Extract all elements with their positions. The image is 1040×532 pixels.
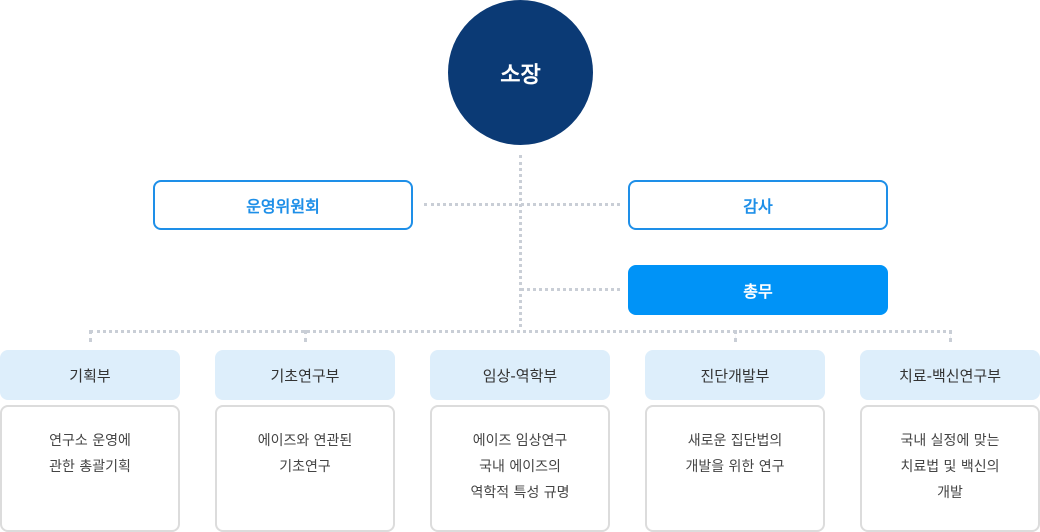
audit-label: 감사: [743, 197, 773, 216]
department-desc-diagnostics: 새로운 집단법의 개발을 위한 연구: [645, 405, 825, 532]
general-affairs-node: 총무: [628, 265, 888, 315]
department-desc-treatment-vaccine: 국내 실정에 맞는 치료법 및 백신의 개발: [860, 405, 1040, 532]
department-desc-line: 연구소 운영에: [49, 433, 131, 449]
department-desc-line: 새로운 집단법의: [687, 433, 783, 449]
department-desc-line: 기초연구: [279, 459, 331, 475]
department-desc-line: 개발을 위한 연구: [685, 459, 785, 475]
connector-trunk: [519, 155, 522, 327]
department-desc-line: 에이즈와 연관된: [257, 433, 353, 449]
connector-dept-5: [949, 330, 952, 342]
department-name: 임상-역학부: [482, 366, 558, 385]
audit-node: 감사: [628, 180, 888, 230]
department-desc-planning: 연구소 운영에 관한 총괄기획: [0, 405, 180, 532]
connector-dept-2: [304, 330, 307, 342]
department-desc-line: 개발: [937, 485, 963, 501]
department-desc-clinical-epidemiology: 에이즈 임상연구 국내 에이즈의 역학적 특성 규명: [430, 405, 610, 532]
department-desc-line: 국내 실정에 맞는: [900, 433, 1000, 449]
root-label: 소장: [500, 62, 541, 88]
department-head-basic-research: 기초연구부: [215, 350, 395, 400]
department-name: 치료-백신연구부: [898, 366, 1001, 385]
connector-dept-4: [734, 330, 737, 342]
department-desc-line: 역학적 특성 규명: [470, 485, 570, 501]
department-head-planning: 기획부: [0, 350, 180, 400]
department-desc-line: 국내 에이즈의: [479, 459, 561, 475]
general-affairs-label: 총무: [743, 282, 773, 301]
department-name: 기획부: [69, 366, 111, 385]
department-desc-line: 치료법 및 백신의: [900, 459, 1000, 475]
connector-committee-audit: [424, 203, 620, 206]
committee-node: 운영위원회: [153, 180, 413, 230]
department-desc-line: 관한 총괄기획: [49, 459, 131, 475]
connector-departments-bar: [90, 330, 952, 333]
department-desc-line: 에이즈 임상연구: [472, 433, 568, 449]
department-name: 기초연구부: [270, 366, 340, 385]
root-node: 소장: [448, 0, 593, 145]
department-desc-basic-research: 에이즈와 연관된 기초연구: [215, 405, 395, 532]
connector-general-affairs: [521, 288, 620, 291]
connector-dept-1: [89, 330, 92, 342]
department-head-clinical-epidemiology: 임상-역학부: [430, 350, 610, 400]
department-head-treatment-vaccine: 치료-백신연구부: [860, 350, 1040, 400]
committee-label: 운영위원회: [246, 197, 320, 216]
department-head-diagnostics: 진단개발부: [645, 350, 825, 400]
department-name: 진단개발부: [700, 366, 770, 385]
